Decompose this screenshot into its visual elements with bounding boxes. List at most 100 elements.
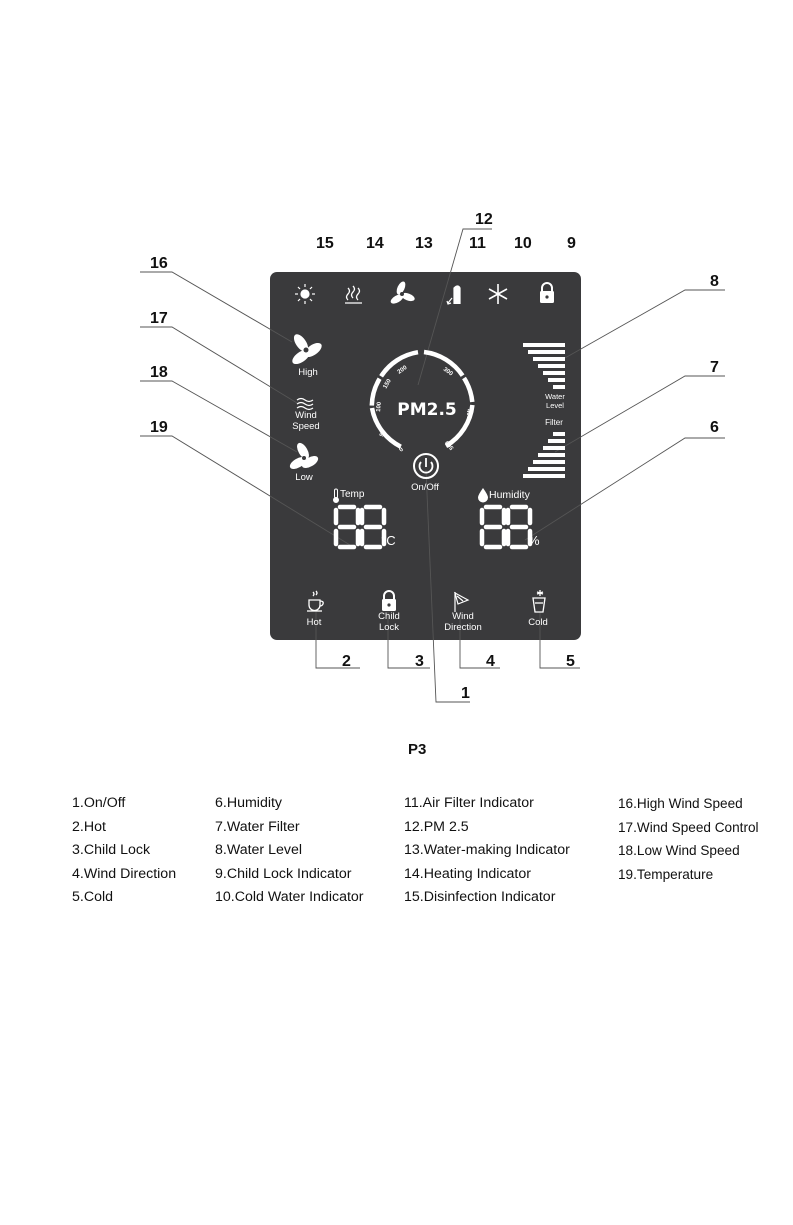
high-label: High — [298, 367, 318, 378]
water-bar-7 — [553, 385, 565, 389]
legend-item: 16.High Wind Speed — [618, 796, 743, 811]
gauge-seg-5 — [462, 376, 475, 403]
callout-11: 11 — [469, 235, 486, 252]
legend-item: 11.Air Filter Indicator — [404, 795, 534, 811]
gauge-seg-6 — [444, 404, 475, 448]
temp-digit-2 — [359, 504, 387, 550]
callout-6: 6 — [710, 419, 719, 436]
wind-speed-icon[interactable] — [296, 397, 314, 411]
temp-digit-1 — [333, 504, 361, 550]
gauge-seg-2 — [369, 377, 382, 406]
thermometer-icon — [333, 488, 339, 503]
water-bar-5 — [543, 371, 565, 375]
scale-150: 150 — [383, 378, 394, 390]
lock-icon — [540, 282, 554, 303]
callout-17: 17 — [150, 310, 168, 327]
callout-7: 7 — [710, 359, 719, 376]
filter-bar-4 — [538, 453, 565, 457]
callout-8: 8 — [710, 273, 719, 290]
child-lock-label: Child Lock — [369, 611, 409, 633]
filter-bar-2 — [548, 439, 565, 443]
water-level-label-line2: Level — [546, 400, 564, 410]
humidity-display — [479, 504, 533, 550]
hot-label: Hot — [306, 617, 322, 628]
wind-direction-label-line2: Direction — [444, 621, 482, 633]
filter-label: Filter — [545, 418, 563, 427]
wind-direction-icon[interactable] — [454, 591, 470, 612]
filter-bar-7 — [523, 474, 565, 478]
leader-4 — [459, 612, 500, 669]
legend-item: 9.Child Lock Indicator — [215, 865, 352, 882]
pm25-label: PM2.5 — [397, 400, 457, 420]
control-panel — [270, 272, 581, 640]
callout-13: 13 — [415, 235, 433, 252]
low-label: Low — [295, 472, 313, 483]
child-lock-label-line2: Lock — [378, 621, 400, 633]
scale-200: 200 — [397, 365, 409, 376]
hot-cup-icon[interactable] — [307, 590, 324, 612]
leader-1 — [425, 469, 470, 703]
leader-7 — [554, 375, 725, 453]
legend-item: 5.Cold — [72, 889, 114, 905]
child-lock-icon[interactable] — [382, 590, 396, 611]
legend-item: 18.Low Wind Speed — [618, 843, 740, 858]
legend-col-1: 1.On/Off 2.Hot 3.Child Lock 4.Wind Direc… — [72, 792, 176, 910]
gauge-seg-1 — [369, 407, 402, 449]
cold-cup-icon[interactable] — [532, 590, 546, 613]
snowflake-icon — [488, 284, 508, 304]
legend-item: 4.Wind Direction — [72, 865, 177, 882]
leader-8 — [564, 289, 725, 359]
legend-col-4: 16.High Wind Speed 17.Wind Speed Control… — [618, 792, 759, 886]
water-bar-3 — [533, 357, 565, 361]
legend-item: 6.Humidity — [215, 795, 283, 811]
water-bar-6 — [548, 378, 565, 382]
callout-15: 15 — [316, 235, 334, 252]
legend-item: 14.Heating Indicator — [404, 865, 531, 882]
humidity-unit: % — [528, 533, 540, 548]
heating-icon — [345, 285, 362, 304]
legend-item: 8.Water Level — [215, 842, 303, 858]
callout-3: 3 — [415, 653, 424, 670]
scale-100: 100 — [376, 401, 383, 412]
filter-bars — [523, 432, 565, 478]
callout-16: 16 — [150, 255, 168, 272]
wind-direction-label-line1: Wind — [452, 611, 474, 622]
leader-12 — [417, 228, 492, 386]
filter-bar-1 — [553, 432, 565, 436]
power-icon[interactable] — [413, 453, 439, 479]
scale-400: 400 — [465, 409, 471, 420]
water-level-label: Water Level — [535, 392, 575, 410]
filter-bar-5 — [533, 460, 565, 464]
legend-item: 7.Water Filter — [215, 818, 300, 835]
filter-bar-3 — [543, 446, 565, 450]
high-fan-icon[interactable] — [290, 332, 324, 367]
onoff-label: On/Off — [411, 482, 439, 493]
leader-16 — [140, 271, 293, 343]
low-fan-icon[interactable] — [288, 441, 320, 471]
water-level-label-line1: Water — [545, 392, 565, 401]
leader-lines — [140, 228, 725, 703]
callout-19: 19 — [150, 419, 168, 436]
callout-2: 2 — [342, 653, 351, 670]
callout-5: 5 — [566, 653, 575, 670]
humidity-digit-2 — [505, 504, 533, 550]
figure-caption: P3 — [408, 741, 427, 758]
leader-17 — [140, 326, 298, 404]
legend-item: 17.Wind Speed Control — [618, 819, 759, 835]
scale-0: 0 — [398, 446, 405, 453]
callout-9: 9 — [567, 235, 576, 252]
callout-18: 18 — [150, 364, 168, 381]
legend-col-2: 6.Humidity 7.Water Filter 8.Water Level … — [215, 792, 364, 910]
fan-icon — [390, 281, 415, 304]
cold-label: Cold — [528, 617, 548, 628]
gauge-seg-3 — [379, 349, 419, 378]
legend-item: 13.Water-making Indicator — [404, 842, 570, 858]
scale-50: 50 — [379, 429, 387, 438]
filter-bar-6 — [528, 467, 565, 471]
legend-item: 3.Child Lock — [72, 842, 151, 858]
leader-18 — [140, 380, 298, 453]
leader-2 — [315, 610, 360, 669]
temp-unit: °C — [381, 533, 396, 548]
legend-item: 19.Temperature — [618, 866, 714, 882]
